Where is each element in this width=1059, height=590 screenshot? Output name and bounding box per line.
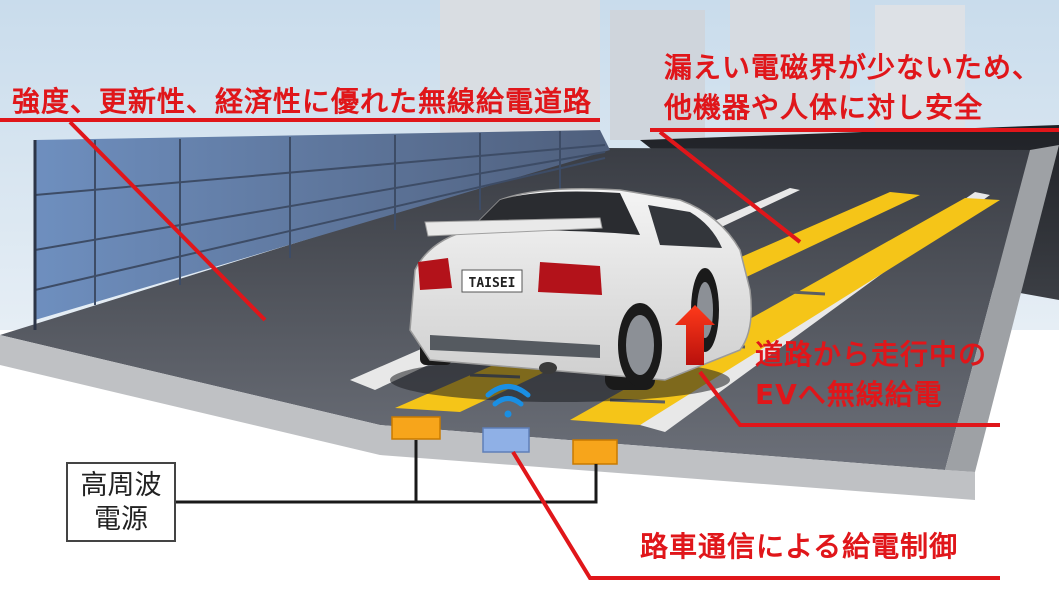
building (730, 0, 850, 140)
road-slab-side (945, 145, 1059, 472)
ev-charging-label: 道路から走行中の EVへ無線給電 (755, 335, 987, 415)
building (875, 5, 965, 140)
callout-lines (0, 118, 1059, 580)
ev-charging-label-line2: EVへ無線給電 (755, 378, 943, 411)
power-coil-right (572, 439, 618, 465)
power-coil-left (391, 416, 441, 440)
power-supply-line2: 電源 (94, 504, 148, 535)
ev-car (390, 188, 752, 402)
wall-grid (34, 131, 606, 305)
wifi-icon (485, 384, 531, 418)
license-plate-text: TAISEI (469, 276, 516, 291)
hf-power-supply-box: 高周波 電源 (66, 462, 176, 542)
sound-barrier-wall (35, 130, 610, 320)
building (610, 10, 705, 140)
safety-label-line2: 他機器や人体に対し安全 (664, 91, 984, 124)
safety-label: 漏えい電磁界が少ないため、 他機器や人体に対し安全 (664, 48, 1041, 128)
comm-control-label: 路車通信による給電制御 (640, 530, 959, 563)
comm-unit (482, 427, 530, 453)
power-supply-line1: 高周波 (80, 470, 162, 501)
up-arrow-icon (675, 305, 715, 365)
road-feature-label: 強度、更新性、経済性に優れた無線給電道路 (12, 85, 593, 118)
building (440, 0, 600, 140)
ev-charging-label-line1: 道路から走行中の (755, 338, 988, 371)
road-slab-edge (0, 335, 975, 500)
safety-label-line1: 漏えい電磁界が少ないため、 (664, 51, 1042, 84)
supply-wiring (176, 440, 598, 504)
